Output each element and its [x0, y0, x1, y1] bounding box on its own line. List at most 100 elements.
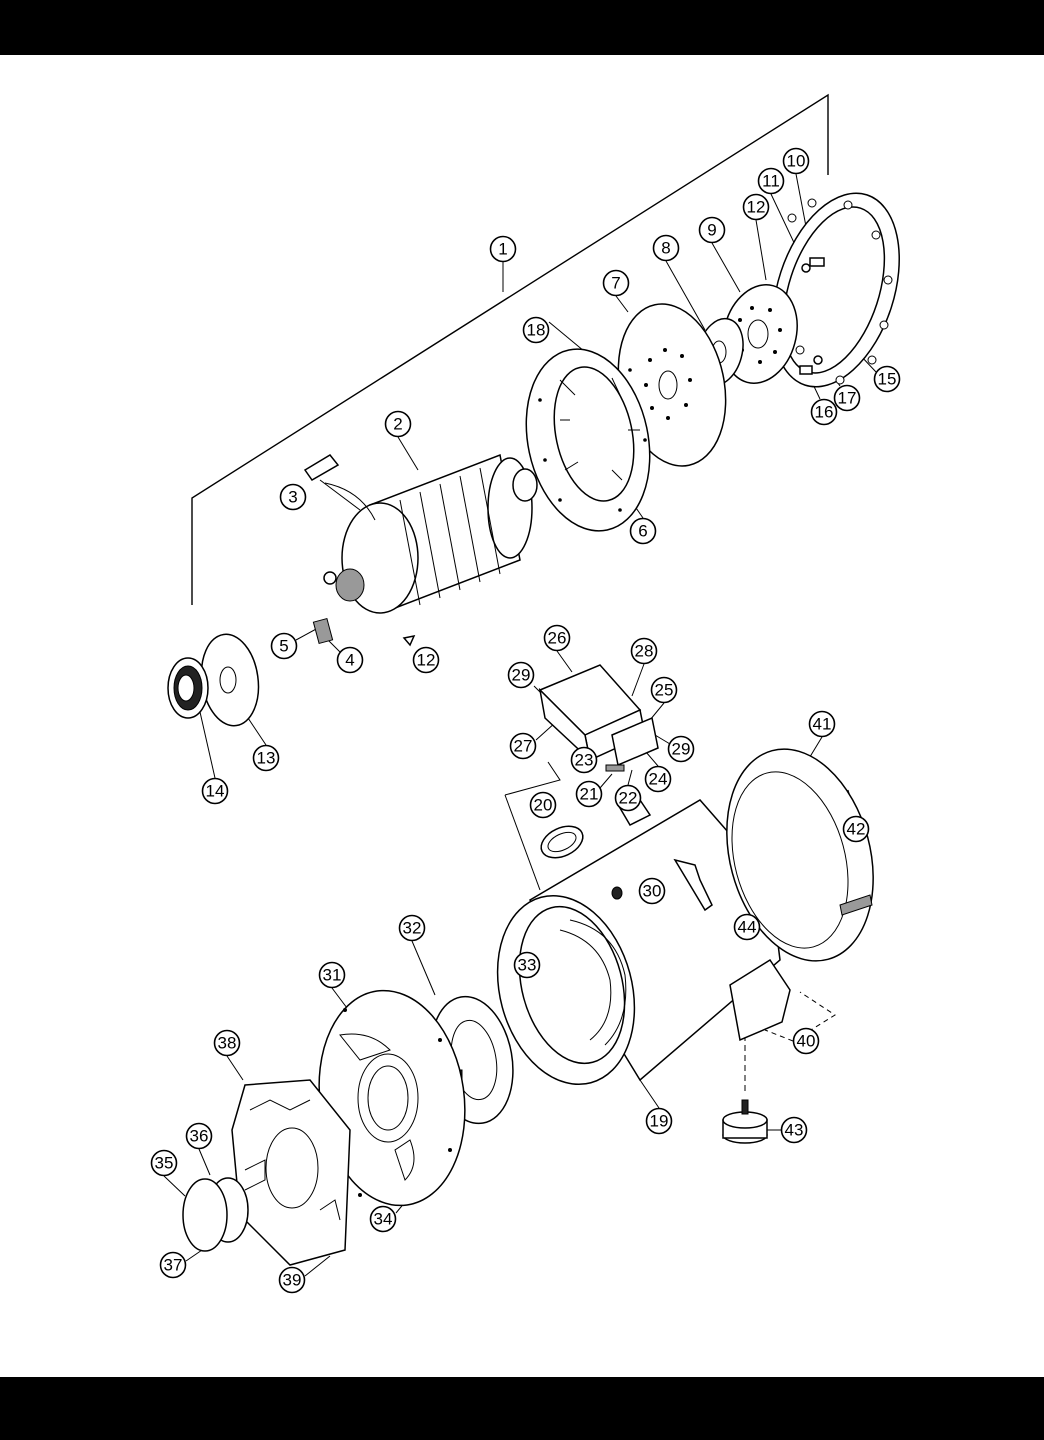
callout-circle — [201, 777, 229, 805]
callout-c11: 11 — [757, 167, 785, 195]
callout-number: 2 — [393, 415, 402, 434]
callout-c17: 17 — [833, 384, 861, 412]
callout-c34: 34 — [369, 1205, 397, 1233]
callout-c41: 41 — [808, 710, 836, 738]
anti-vibration-mount — [722, 1099, 768, 1144]
callout-number: 32 — [403, 919, 422, 938]
callout-number: 5 — [279, 637, 288, 656]
rotor-assembly — [323, 453, 538, 614]
callout-circle — [252, 744, 280, 772]
callout-c9: 9 — [698, 216, 726, 244]
callout-number: 41 — [813, 715, 832, 734]
callout-number: 14 — [206, 782, 225, 801]
stator-housing — [496, 799, 781, 1086]
callout-number: 24 — [649, 770, 668, 789]
callout-circle — [782, 147, 810, 175]
callout-circle — [522, 316, 550, 344]
callout-c21: 21 — [575, 780, 603, 808]
callout-c23: 23 — [570, 746, 598, 774]
callout-circle — [667, 735, 695, 763]
diode-block — [312, 617, 334, 645]
end-cover — [726, 748, 874, 962]
callout-number: 19 — [650, 1112, 669, 1131]
callout-circle — [279, 483, 307, 511]
callout-circle — [629, 517, 657, 545]
callout-circle — [733, 913, 761, 941]
small-screw — [402, 634, 416, 647]
callout-number: 27 — [514, 737, 533, 756]
callout-circle — [808, 710, 836, 738]
callout-number: 30 — [643, 882, 662, 901]
callout-c3: 3 — [279, 483, 307, 511]
end-bracket — [318, 989, 466, 1207]
callout-number: 12 — [417, 651, 436, 670]
callout-c29a: 29 — [507, 661, 535, 689]
callout-circle — [638, 877, 666, 905]
callout-c43: 43 — [780, 1116, 808, 1144]
callout-number: 7 — [611, 274, 620, 293]
callout-number: 29 — [672, 740, 691, 759]
callout-circle — [810, 398, 838, 426]
fan-ring — [525, 348, 651, 532]
callout-c38: 38 — [213, 1029, 241, 1057]
callout-number: 44 — [738, 918, 757, 937]
callout-number: 40 — [797, 1032, 816, 1051]
callout-number: 42 — [847, 820, 866, 839]
callout-circle — [650, 676, 678, 704]
callout-circle — [150, 1149, 178, 1177]
callout-circle — [757, 167, 785, 195]
callout-number: 18 — [527, 321, 546, 340]
callout-number: 12 — [747, 198, 766, 217]
callout-c36: 36 — [185, 1122, 213, 1150]
callout-number: 29 — [512, 666, 531, 685]
callout-c18: 18 — [522, 316, 550, 344]
callout-circle — [645, 1107, 673, 1135]
callout-c12a: 12 — [742, 193, 770, 221]
oval-gasket — [540, 825, 584, 859]
cover-plate — [231, 1079, 351, 1266]
callout-circle — [543, 624, 571, 652]
callout-number: 38 — [218, 1034, 237, 1053]
callout-c28: 28 — [630, 637, 658, 665]
callout-circle — [513, 951, 541, 979]
callout-circle — [873, 365, 901, 393]
callout-circle — [278, 1266, 306, 1294]
callout-c14: 14 — [201, 777, 229, 805]
callout-circle — [529, 791, 557, 819]
callout-c1: 1 — [489, 235, 517, 263]
callout-c13: 13 — [252, 744, 280, 772]
callout-circle — [270, 632, 298, 660]
callout-number: 33 — [518, 956, 537, 975]
callout-number: 17 — [838, 389, 857, 408]
bolts — [799, 257, 825, 375]
small-cover-and-gasket — [182, 1177, 249, 1252]
callout-c33: 33 — [513, 951, 541, 979]
callout-c32: 32 — [398, 914, 426, 942]
callout-number: 35 — [155, 1154, 174, 1173]
callout-circle — [318, 961, 346, 989]
callout-c25: 25 — [650, 676, 678, 704]
callout-number: 3 — [288, 488, 297, 507]
top-black-bar — [0, 0, 1044, 55]
callout-number: 37 — [164, 1256, 183, 1275]
callout-c44: 44 — [733, 913, 761, 941]
callout-number: 11 — [762, 172, 780, 191]
callout-c40: 40 — [792, 1027, 820, 1055]
callout-circle — [630, 637, 658, 665]
callout-number: 21 — [580, 785, 599, 804]
callout-number: 25 — [655, 681, 674, 700]
callout-c27: 27 — [509, 732, 537, 760]
callout-c37: 37 — [159, 1251, 187, 1279]
callout-circle — [842, 815, 870, 843]
callout-number: 8 — [661, 239, 670, 258]
callout-number: 15 — [878, 370, 897, 389]
callout-number: 1 — [498, 240, 507, 259]
callout-number: 16 — [815, 403, 834, 422]
bearing-and-disc — [167, 633, 260, 727]
callout-number: 20 — [534, 796, 553, 815]
small-plug — [611, 886, 623, 900]
callout-c7: 7 — [602, 269, 630, 297]
callout-c15: 15 — [873, 365, 901, 393]
callout-circle — [412, 646, 440, 674]
